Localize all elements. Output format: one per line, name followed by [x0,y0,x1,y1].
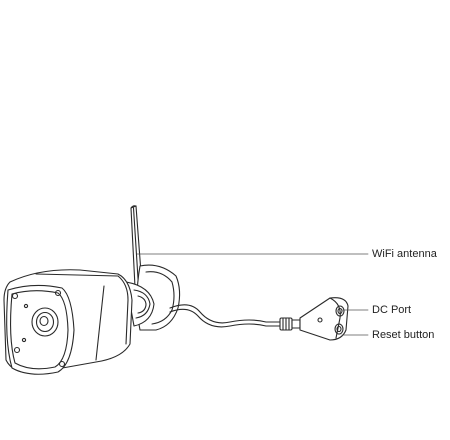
dc-port-box-drawing [299,297,349,341]
leader-lines [136,253,369,336]
dc-port-label: DC Port [372,304,412,316]
mount-bracket-drawing [125,264,181,331]
camera-body-drawing [3,269,133,375]
reset-button-label: Reset button [372,329,435,341]
wifi-antenna-label: WiFi antenna [372,248,437,260]
cable-drawing [169,304,301,331]
